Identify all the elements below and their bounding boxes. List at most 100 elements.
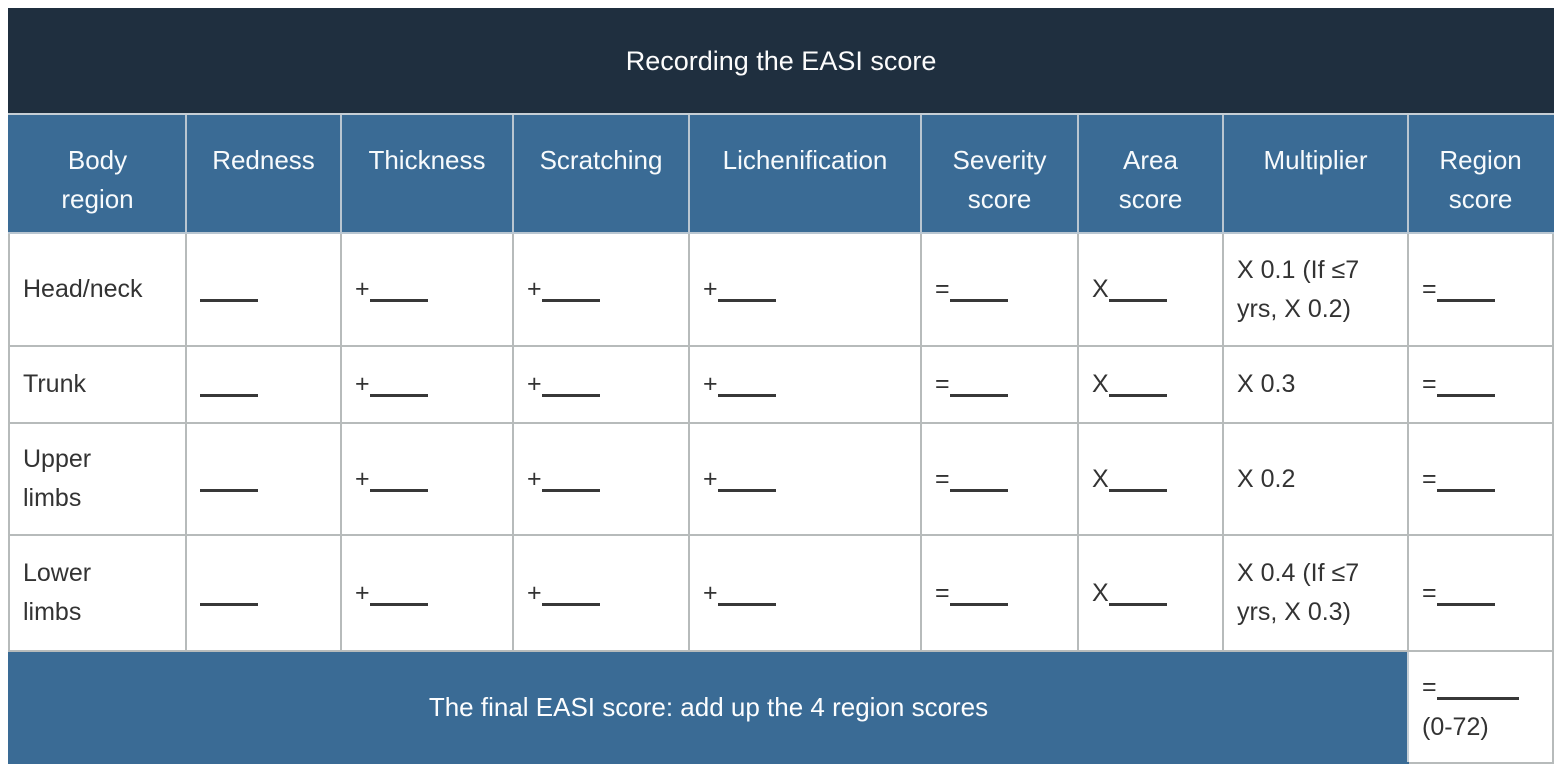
blank-line bbox=[370, 394, 429, 398]
blank-line bbox=[200, 394, 258, 398]
operator: + bbox=[703, 464, 719, 493]
area-score-cell: X bbox=[1077, 422, 1224, 536]
body-region-cell: Trunk bbox=[8, 345, 187, 424]
col-header-scratching: Scratching bbox=[512, 113, 690, 234]
col-header-label: Severity score bbox=[952, 145, 1047, 214]
scratching-cell: + bbox=[512, 534, 690, 652]
blank-line bbox=[1109, 488, 1168, 492]
blank-line bbox=[950, 299, 1009, 303]
redness-cell bbox=[185, 534, 342, 652]
blank-line bbox=[950, 488, 1009, 492]
redness-cell bbox=[185, 345, 342, 424]
blank-line bbox=[1437, 394, 1496, 398]
multiplier-cell: X 0.3 bbox=[1222, 345, 1409, 424]
operator: = bbox=[1422, 578, 1438, 607]
col-header-region-score: Region score bbox=[1406, 113, 1555, 234]
title-row: Recording the EASI score bbox=[7, 8, 1555, 115]
operator: + bbox=[703, 370, 719, 399]
blank-line bbox=[1437, 488, 1496, 492]
blank-line bbox=[1109, 299, 1168, 303]
operator: = bbox=[1422, 464, 1438, 493]
multiplier-text: X 0.1 (If ≤7 yrs, X 0.2) bbox=[1237, 255, 1360, 323]
col-header-label: Lichenification bbox=[722, 145, 888, 175]
col-header-thickness: Thickness bbox=[340, 113, 514, 234]
operator: = bbox=[935, 578, 951, 607]
severity-score-cell: = bbox=[920, 232, 1079, 347]
table-row-upper-limbs: Upper limbs + + + = X X 0.2 = bbox=[8, 422, 1555, 536]
blank-line bbox=[200, 488, 258, 492]
blank-line bbox=[1109, 602, 1168, 606]
operator: = bbox=[1422, 275, 1438, 304]
thickness-cell: + bbox=[340, 422, 514, 536]
blank-line bbox=[542, 394, 601, 398]
table-row-trunk: Trunk + + + = X X 0.3 = bbox=[8, 345, 1555, 424]
col-header-multiplier: Multiplier bbox=[1222, 113, 1409, 234]
region-label: Lower limbs bbox=[23, 559, 92, 626]
col-header-label: Region score bbox=[1439, 145, 1522, 214]
col-header-severity-score: Severity score bbox=[920, 113, 1079, 234]
multiplier-cell: X 0.4 (If ≤7 yrs, X 0.3) bbox=[1222, 534, 1409, 652]
area-score-cell: X bbox=[1077, 232, 1224, 347]
col-header-redness: Redness bbox=[185, 113, 342, 234]
blank-line bbox=[200, 299, 258, 303]
region-score-cell: = bbox=[1406, 534, 1555, 652]
operator: X bbox=[1092, 464, 1110, 493]
multiplier-text: X 0.3 bbox=[1237, 370, 1296, 399]
lichenification-cell: + bbox=[688, 345, 922, 424]
col-header-body-region: Body region bbox=[8, 113, 187, 234]
footer-row: The final EASI score: add up the 4 regio… bbox=[8, 650, 1555, 764]
multiplier-text: X 0.2 bbox=[1237, 464, 1296, 493]
blank-line bbox=[1109, 394, 1168, 398]
blank-line bbox=[718, 488, 777, 492]
severity-score-cell: = bbox=[920, 534, 1079, 652]
column-header-row: Body region Redness Thickness Scratching… bbox=[8, 113, 1555, 234]
table-title-text: Recording the EASI score bbox=[625, 46, 937, 76]
operator: + bbox=[355, 578, 371, 607]
lichenification-cell: + bbox=[688, 422, 922, 536]
blank-line bbox=[370, 299, 429, 303]
blank-line bbox=[718, 602, 777, 606]
body-region-cell: Upper limbs bbox=[8, 422, 187, 536]
operator: + bbox=[355, 275, 371, 304]
operator: = bbox=[935, 464, 951, 493]
scratching-cell: + bbox=[512, 232, 690, 347]
blank-line bbox=[542, 299, 601, 303]
blank-line bbox=[370, 602, 429, 606]
operator: + bbox=[355, 464, 371, 493]
region-score-cell: = bbox=[1406, 422, 1555, 536]
region-score-cell: = bbox=[1406, 232, 1555, 347]
operator: + bbox=[527, 578, 543, 607]
redness-cell bbox=[185, 422, 342, 536]
blank-line bbox=[1437, 602, 1496, 606]
severity-score-cell: = bbox=[920, 422, 1079, 536]
blank-line bbox=[718, 394, 777, 398]
blank-line bbox=[1437, 697, 1520, 700]
operator: = bbox=[1422, 370, 1438, 399]
area-score-cell: X bbox=[1077, 534, 1224, 652]
thickness-cell: + bbox=[340, 345, 514, 424]
operator: = bbox=[935, 370, 951, 399]
col-header-label: Area score bbox=[1118, 145, 1183, 214]
operator: = bbox=[1422, 673, 1438, 701]
lichenification-cell: + bbox=[688, 232, 922, 347]
lichenification-cell: + bbox=[688, 534, 922, 652]
score-range: (0-72) bbox=[1422, 713, 1489, 741]
final-score-blank: = bbox=[1422, 667, 1551, 707]
multiplier-cell: X 0.1 (If ≤7 yrs, X 0.2) bbox=[1222, 232, 1409, 347]
severity-score-cell: = bbox=[920, 345, 1079, 424]
easi-score-table: Recording the EASI score Body region Red… bbox=[7, 8, 1555, 764]
final-score-banner: The final EASI score: add up the 4 regio… bbox=[8, 650, 1409, 764]
thickness-cell: + bbox=[340, 534, 514, 652]
final-score-cell: = (0-72) bbox=[1406, 650, 1555, 764]
col-header-label: Thickness bbox=[368, 145, 486, 175]
operator: = bbox=[935, 275, 951, 304]
blank-line bbox=[542, 488, 601, 492]
col-header-label: Redness bbox=[212, 145, 315, 175]
operator: + bbox=[703, 275, 719, 304]
operator: X bbox=[1092, 370, 1110, 399]
col-header-area-score: Area score bbox=[1077, 113, 1224, 234]
area-score-cell: X bbox=[1077, 345, 1224, 424]
body-region-cell: Lower limbs bbox=[8, 534, 187, 652]
operator: X bbox=[1092, 275, 1110, 304]
col-header-label: Body region bbox=[61, 145, 134, 214]
